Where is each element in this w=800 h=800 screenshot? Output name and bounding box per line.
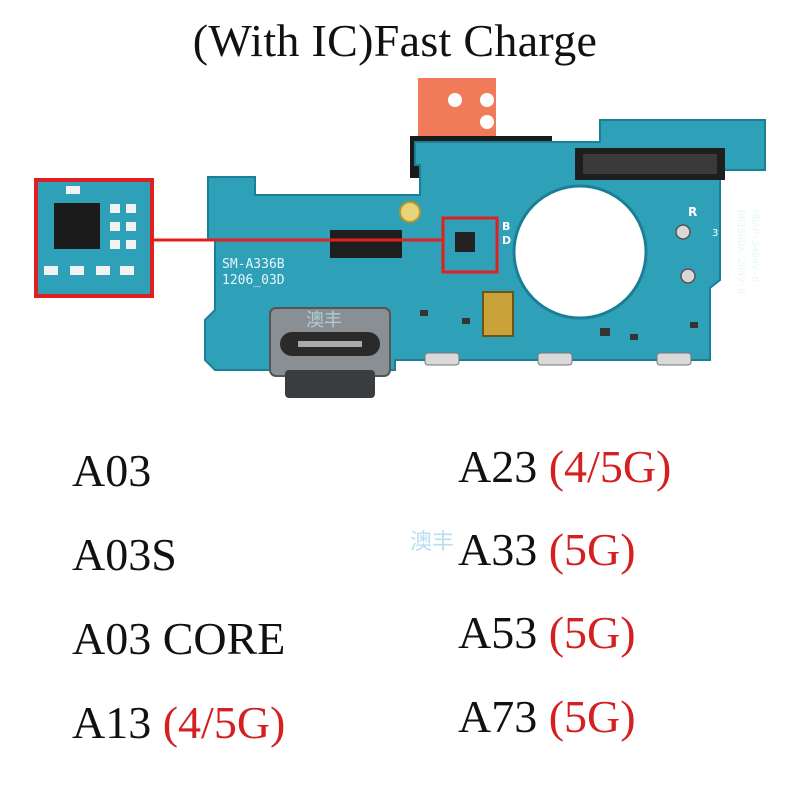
usb-c-base [285, 370, 375, 398]
pad-icon [120, 266, 134, 275]
mark-d: D [502, 234, 511, 247]
mark-b: B [502, 220, 510, 233]
silkscreen-model: SM-A336B [222, 257, 285, 272]
model-item: A13 (4/5G) [72, 700, 285, 746]
tape-hole-icon [480, 115, 494, 129]
charging-board-photo: SM-A336B 1206_03D R B D P1 3 DR150DA 204… [0, 70, 800, 420]
antenna-pad-icon [680, 268, 696, 284]
spring-contact [656, 352, 692, 366]
model-name: A33 [458, 524, 538, 575]
model-name: A03 [72, 445, 152, 496]
pcb-cutout [512, 184, 648, 320]
tape-hole-icon [448, 93, 462, 107]
pad-icon [110, 222, 120, 231]
orange-tape [418, 78, 496, 140]
smd-component [420, 310, 428, 316]
model-item: A23 (4/5G) [458, 444, 671, 490]
model-name: A23 [458, 441, 538, 492]
pad-icon [126, 240, 136, 249]
silkscreen-code: 1206_03D [222, 273, 285, 288]
connector-pins [583, 154, 717, 174]
model-name: A53 [458, 607, 538, 658]
model-variant: (5G) [548, 691, 636, 742]
charge-ic-chip [455, 232, 475, 252]
pad-icon [44, 266, 58, 275]
microphone [482, 291, 514, 337]
spring-contact [537, 352, 573, 366]
side-label: DR150DA 204V-0 [735, 210, 746, 294]
model-item: A03 [72, 448, 151, 494]
model-variant: (5G) [548, 607, 636, 658]
model-variant: (4/5G) [548, 441, 672, 492]
pad-icon [66, 186, 80, 194]
smd-component [462, 318, 470, 324]
model-item: A03 CORE [72, 616, 285, 662]
model-name: A73 [458, 691, 538, 742]
mark-3: 3 [712, 228, 718, 239]
pad-icon [126, 204, 136, 213]
model-item: A53 (5G) [458, 610, 636, 656]
side-label-2: MDAP-3494V-0 [749, 210, 760, 282]
charging-board-illustration: SM-A336B 1206_03D R B D P1 3 DR150DA 204… [34, 78, 766, 398]
pad-icon [70, 266, 84, 275]
model-name: A13 [72, 697, 152, 748]
model-item: A33 (5G) [458, 527, 636, 573]
mark-r: R [688, 205, 697, 219]
model-item: A73 (5G) [458, 694, 636, 740]
tape-hole-icon [480, 93, 494, 107]
smd-component [600, 328, 610, 336]
smd-component [630, 334, 638, 340]
usb-c-tongue [298, 341, 362, 347]
pad-icon [126, 222, 136, 231]
board-watermark: 澳丰 [306, 310, 342, 331]
mark-p1: P1 [724, 244, 736, 255]
small-connector [330, 230, 402, 258]
model-name: A03S [72, 529, 177, 580]
smd-component [690, 322, 698, 328]
model-name: A03 CORE [72, 613, 286, 664]
zoomed-ic-chip [54, 203, 100, 249]
pad-icon [96, 266, 110, 275]
antenna-pad-icon [675, 224, 691, 240]
model-variant: (4/5G) [162, 697, 286, 748]
model-item: A03S [72, 532, 177, 578]
spring-contact [424, 352, 460, 366]
pad-icon [110, 240, 120, 249]
ic-highlight-box [441, 216, 499, 274]
pad-icon [110, 204, 120, 213]
mounting-hole-icon [399, 201, 421, 223]
model-variant: (5G) [548, 524, 636, 575]
page-watermark: 澳丰 [410, 530, 455, 555]
product-title: (With IC)Fast Charge [192, 15, 598, 66]
